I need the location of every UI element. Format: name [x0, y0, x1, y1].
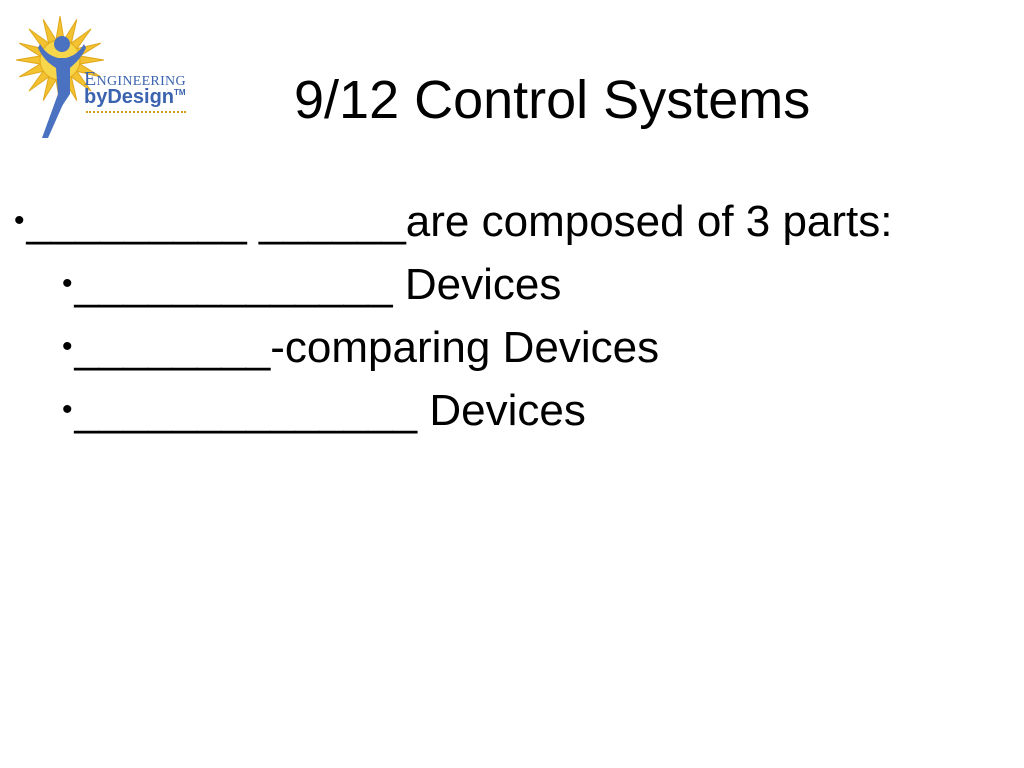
- bullet-marker: •: [62, 330, 73, 363]
- logo-bydesign-text: byDesignTM: [84, 86, 186, 108]
- bullet-text: _____________ Devices: [74, 260, 562, 309]
- sun-figure-logo-icon: [15, 15, 105, 138]
- bullet-text: ______________ Devices: [74, 386, 586, 435]
- slide-title: 9/12 Control Systems: [294, 70, 811, 130]
- bullet-marker: •: [62, 393, 73, 426]
- logo-engineering-text: ENGINEERING: [84, 68, 186, 90]
- sub-bullet-item: •_____________ Devices: [14, 253, 1020, 316]
- bullet-marker: •: [62, 267, 73, 300]
- trademark-symbol: TM: [174, 88, 186, 97]
- sub-bullet-item: •________-comparing Devices: [14, 316, 1020, 379]
- bullet-list: •_________ ______are composed of 3 parts…: [14, 190, 1020, 442]
- bullet-marker: •: [14, 204, 25, 237]
- bullet-text: ________-comparing Devices: [74, 323, 660, 372]
- logo-dotted-underline: [86, 111, 186, 115]
- bullet-item: •_________ ______are composed of 3 parts…: [14, 190, 1020, 253]
- sub-bullet-item: •______________ Devices: [14, 379, 1020, 442]
- bullet-text: _________ ______are composed of 3 parts:: [26, 197, 893, 246]
- engineering-by-design-logo: ENGINEERING byDesignTM: [12, 10, 192, 145]
